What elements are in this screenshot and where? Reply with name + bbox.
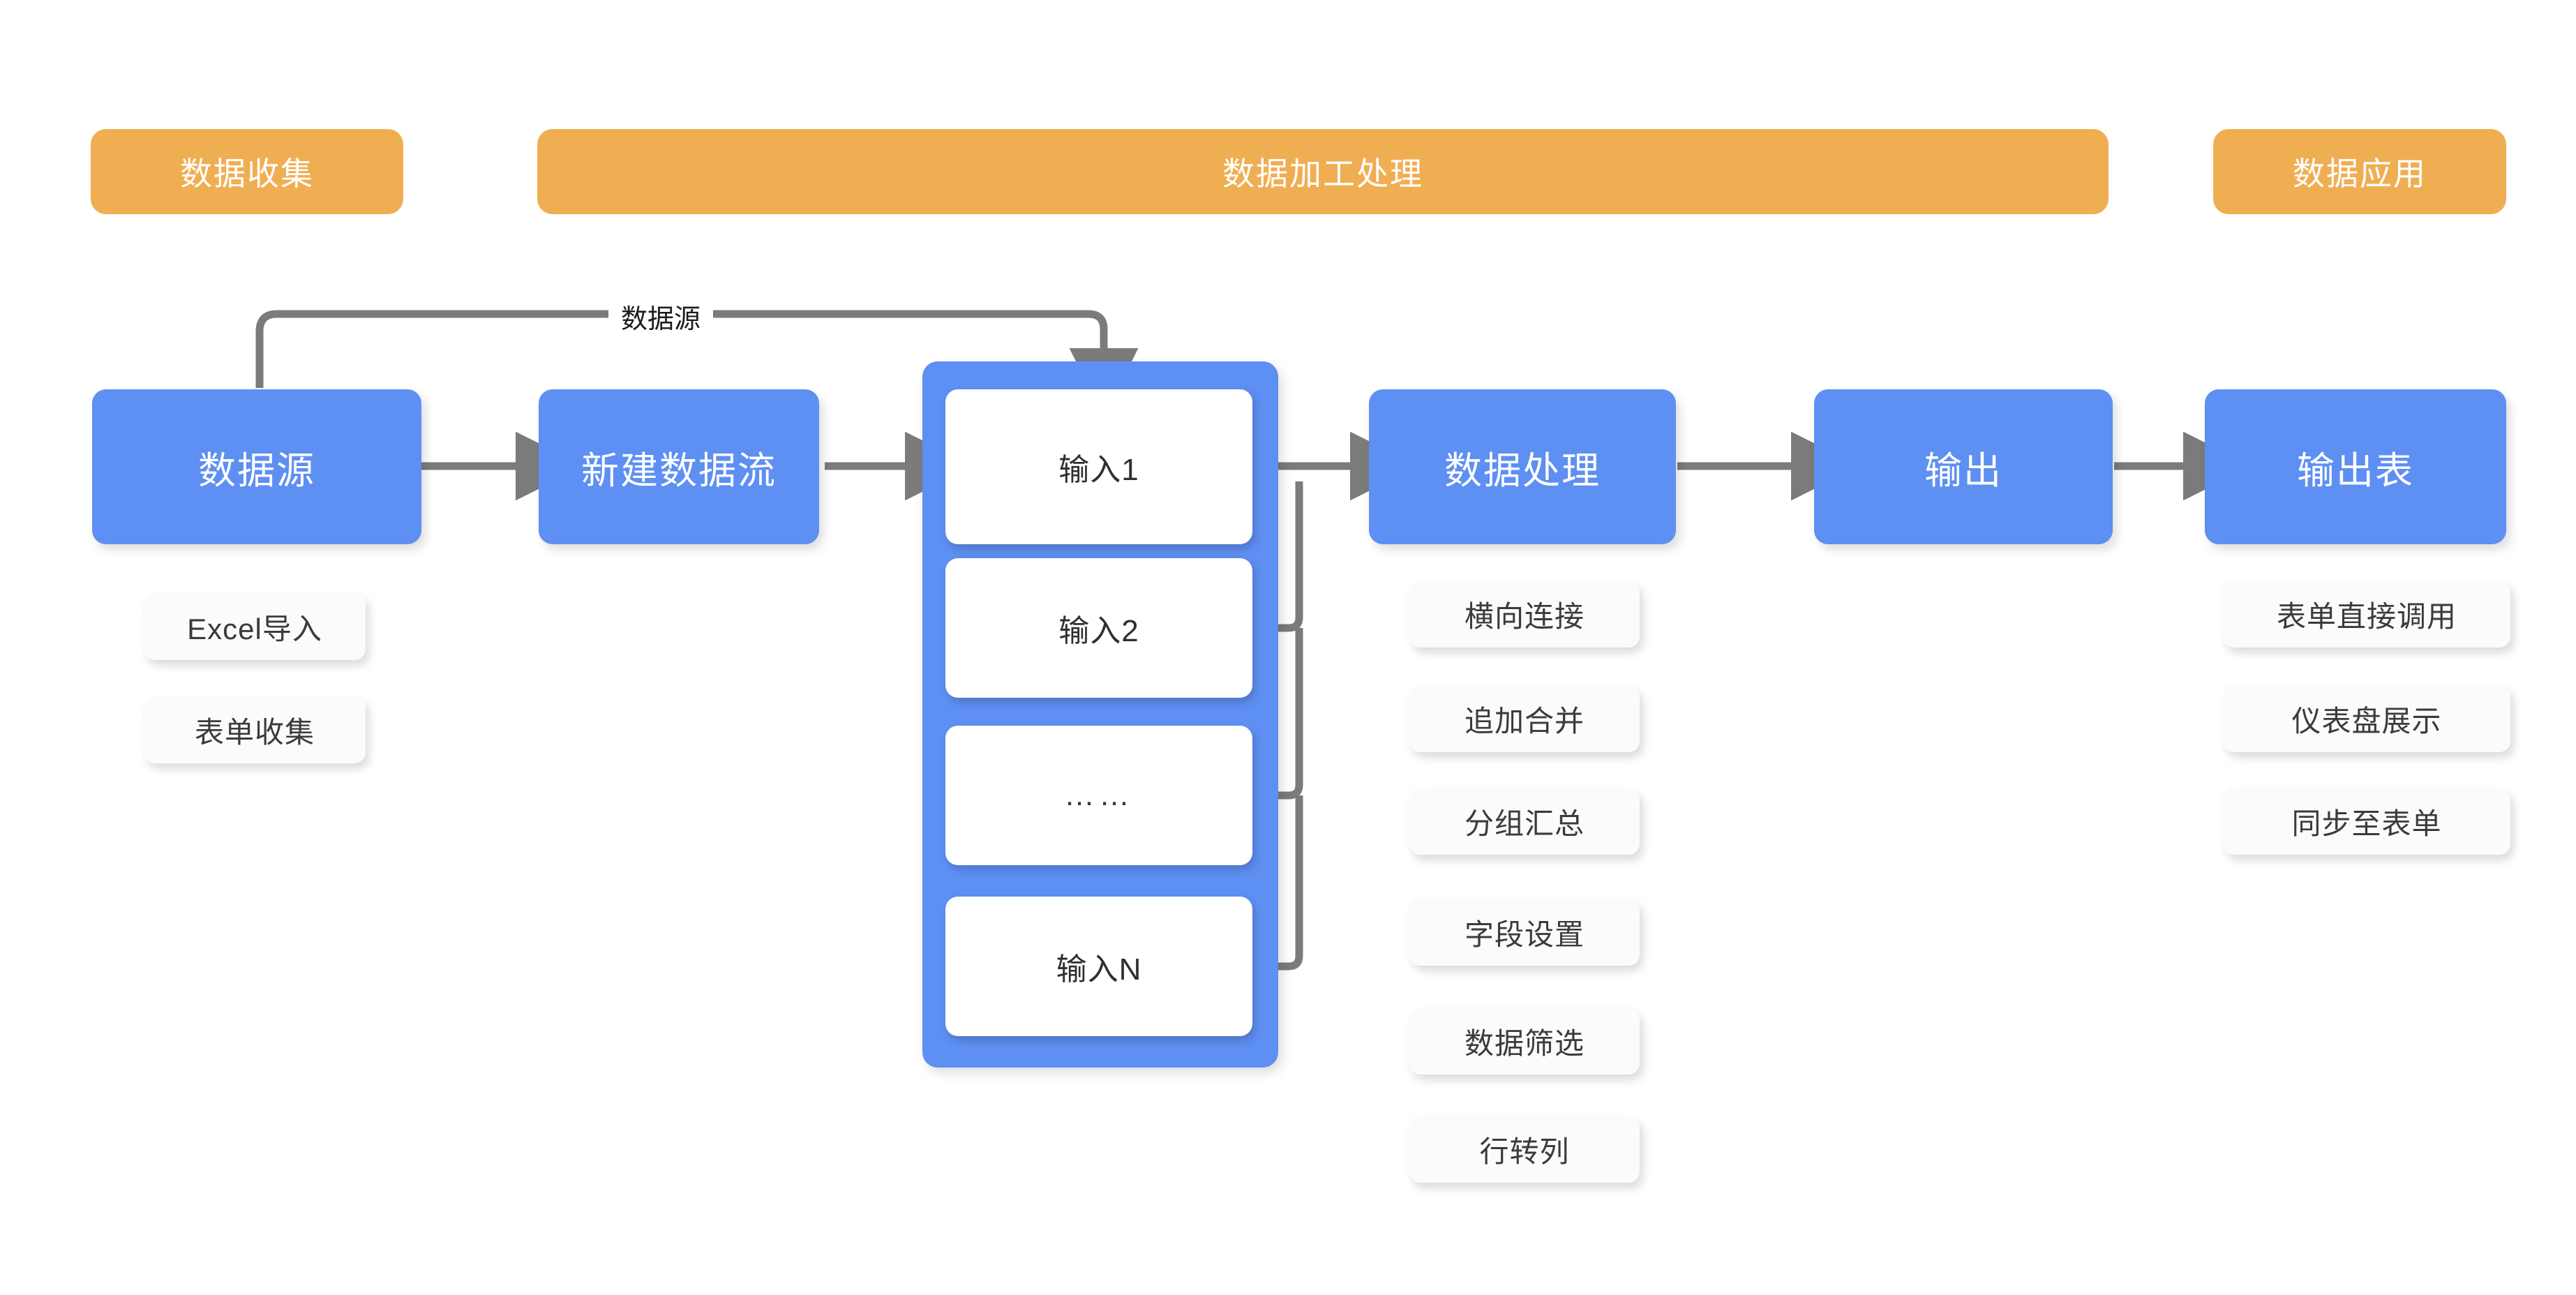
chip-group-aggregate[interactable]: 分组汇总 <box>1409 788 1640 855</box>
chip-horizontal-join[interactable]: 横向连接 <box>1409 581 1640 648</box>
node-label: 输出 <box>1924 449 2002 492</box>
chip-data-filter[interactable]: 数据筛选 <box>1409 1008 1640 1075</box>
input-card-1[interactable]: 输入1 <box>945 389 1252 544</box>
chip-label: 数据筛选 <box>1464 1026 1585 1060</box>
input-card-label: 输入2 <box>1058 614 1139 648</box>
chip-form-direct-call[interactable]: 表单直接调用 <box>2223 581 2510 648</box>
phase-bar-apply: 数据应用 <box>2213 129 2506 214</box>
node-data-source[interactable]: 数据源 <box>92 389 421 544</box>
feedback-label: 数据源 <box>608 297 714 336</box>
node-new-dataflow[interactable]: 新建数据流 <box>539 389 819 544</box>
node-output[interactable]: 输出 <box>1814 389 2113 544</box>
feedback-label-text: 数据源 <box>621 305 701 334</box>
phase-label: 数据应用 <box>2293 156 2427 192</box>
node-label: 数据源 <box>198 449 315 492</box>
phase-bar-process: 数据加工处理 <box>537 129 2109 214</box>
chip-append-merge[interactable]: 追加合并 <box>1409 685 1640 752</box>
chip-label: 表单直接调用 <box>2276 599 2457 633</box>
input-card-label: 输入N <box>1056 952 1142 987</box>
input-card-n[interactable]: 输入N <box>945 897 1252 1036</box>
chip-label: 分组汇总 <box>1464 807 1585 840</box>
chip-label: 追加合并 <box>1464 704 1585 738</box>
node-data-process[interactable]: 数据处理 <box>1369 389 1676 544</box>
chip-label: 仪表盘展示 <box>2291 704 2442 738</box>
chip-dashboard-display[interactable]: 仪表盘展示 <box>2223 685 2510 752</box>
chip-excel-import[interactable]: Excel导入 <box>144 593 366 660</box>
input-card-2[interactable]: 输入2 <box>945 558 1252 698</box>
chip-label: 横向连接 <box>1464 599 1585 633</box>
chip-form-collect[interactable]: 表单收集 <box>144 696 366 763</box>
chip-label: 字段设置 <box>1464 918 1585 951</box>
chip-label: 同步至表单 <box>2291 807 2442 840</box>
chip-row-to-column[interactable]: 行转列 <box>1409 1116 1640 1183</box>
chip-label: Excel导入 <box>187 612 322 645</box>
node-label: 新建数据流 <box>581 449 777 492</box>
phase-label: 数据加工处理 <box>1222 156 1423 192</box>
node-label: 输出表 <box>2297 449 2414 492</box>
chip-sync-to-form[interactable]: 同步至表单 <box>2223 788 2510 855</box>
node-output-table[interactable]: 输出表 <box>2205 389 2506 544</box>
input-card-label: …… <box>1064 778 1134 812</box>
input-card-ellipsis[interactable]: …… <box>945 726 1252 865</box>
phase-label: 数据收集 <box>180 156 314 192</box>
chip-label: 行转列 <box>1479 1135 1570 1168</box>
chip-label: 表单收集 <box>194 715 315 749</box>
chip-field-settings[interactable]: 字段设置 <box>1409 899 1640 966</box>
phase-bar-collect: 数据收集 <box>91 129 403 214</box>
node-label: 数据处理 <box>1444 449 1601 492</box>
input-card-label: 输入1 <box>1058 453 1139 487</box>
